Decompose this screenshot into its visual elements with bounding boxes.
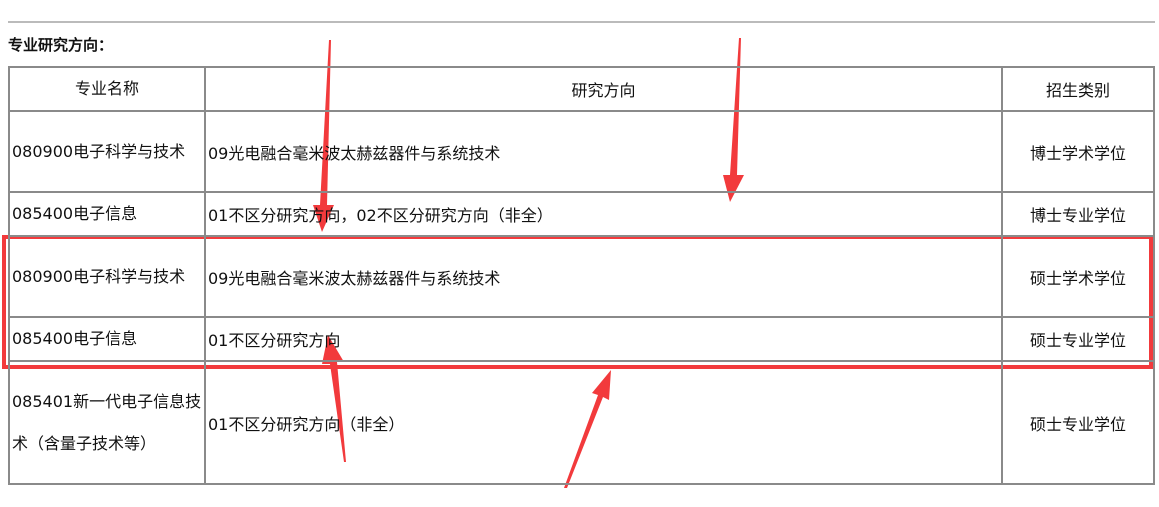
direction-cell: 09光电融合毫米波太赫兹器件与系统技术 bbox=[204, 235, 1003, 318]
major-text: 085400电子信息 bbox=[12, 204, 138, 223]
direction-text: 01不区分研究方向（非全） bbox=[208, 414, 405, 434]
header-direction-label: 研究方向 bbox=[571, 81, 636, 100]
section-title: 专业研究方向： bbox=[8, 36, 114, 54]
major-text: 080900电子科学与技术 bbox=[12, 266, 186, 286]
major-cell: 085400电子信息 bbox=[8, 316, 206, 362]
major-text: 080900电子科学与技术 bbox=[12, 141, 186, 161]
major-cell: 080900电子科学与技术 bbox=[8, 110, 206, 193]
category-text: 博士专业学位 bbox=[1029, 206, 1126, 225]
major-cell: 085401新一代电子信息技术（含量子技术等） bbox=[8, 360, 206, 485]
table-row: 085400电子信息 01不区分研究方向，02不区分研究方向（非全） 博士专业学… bbox=[8, 191, 1155, 237]
direction-cell: 01不区分研究方向（非全） bbox=[204, 360, 1003, 485]
category-text: 硕士专业学位 bbox=[1029, 414, 1126, 434]
category-text: 博士学术学位 bbox=[1029, 143, 1126, 163]
category-cell: 硕士专业学位 bbox=[1001, 316, 1155, 362]
table-row: 080900电子科学与技术 09光电融合毫米波太赫兹器件与系统技术 博士学术学位 bbox=[8, 110, 1155, 193]
category-cell: 硕士专业学位 bbox=[1001, 360, 1155, 485]
header-major-label: 专业名称 bbox=[74, 79, 139, 98]
direction-text: 01不区分研究方向 bbox=[208, 331, 341, 350]
category-text: 硕士学术学位 bbox=[1029, 268, 1126, 288]
table-row: 080900电子科学与技术 09光电融合毫米波太赫兹器件与系统技术 硕士学术学位 bbox=[8, 235, 1155, 318]
direction-cell: 09光电融合毫米波太赫兹器件与系统技术 bbox=[204, 110, 1003, 193]
category-cell: 博士学术学位 bbox=[1001, 110, 1155, 193]
category-cell: 硕士学术学位 bbox=[1001, 235, 1155, 318]
header-direction: 研究方向 bbox=[204, 66, 1003, 112]
research-direction-table: 专业名称 研究方向 招生类别 080900电子科学与技术 09光电融合毫米波太赫… bbox=[8, 66, 1155, 485]
direction-cell: 01不区分研究方向，02不区分研究方向（非全） bbox=[204, 191, 1003, 237]
direction-text: 09光电融合毫米波太赫兹器件与系统技术 bbox=[208, 143, 501, 163]
major-cell: 080900电子科学与技术 bbox=[8, 235, 206, 318]
table-row: 085401新一代电子信息技术（含量子技术等） 01不区分研究方向（非全） 硕士… bbox=[8, 360, 1155, 485]
header-category-label: 招生类别 bbox=[1045, 81, 1110, 100]
major-text: 085400电子信息 bbox=[12, 329, 138, 348]
header-major: 专业名称 bbox=[8, 66, 206, 112]
category-text: 硕士专业学位 bbox=[1029, 331, 1126, 350]
direction-text: 01不区分研究方向，02不区分研究方向（非全） bbox=[208, 206, 553, 225]
major-text: 085401新一代电子信息技术（含量子技术等） bbox=[12, 391, 202, 453]
major-cell: 085400电子信息 bbox=[8, 191, 206, 237]
table-row: 085400电子信息 01不区分研究方向 硕士专业学位 bbox=[8, 316, 1155, 362]
direction-text: 09光电融合毫米波太赫兹器件与系统技术 bbox=[208, 268, 501, 288]
direction-cell: 01不区分研究方向 bbox=[204, 316, 1003, 362]
table-header-row: 专业名称 研究方向 招生类别 bbox=[8, 66, 1155, 112]
divider bbox=[8, 21, 1155, 23]
category-cell: 博士专业学位 bbox=[1001, 191, 1155, 237]
header-category: 招生类别 bbox=[1001, 66, 1155, 112]
